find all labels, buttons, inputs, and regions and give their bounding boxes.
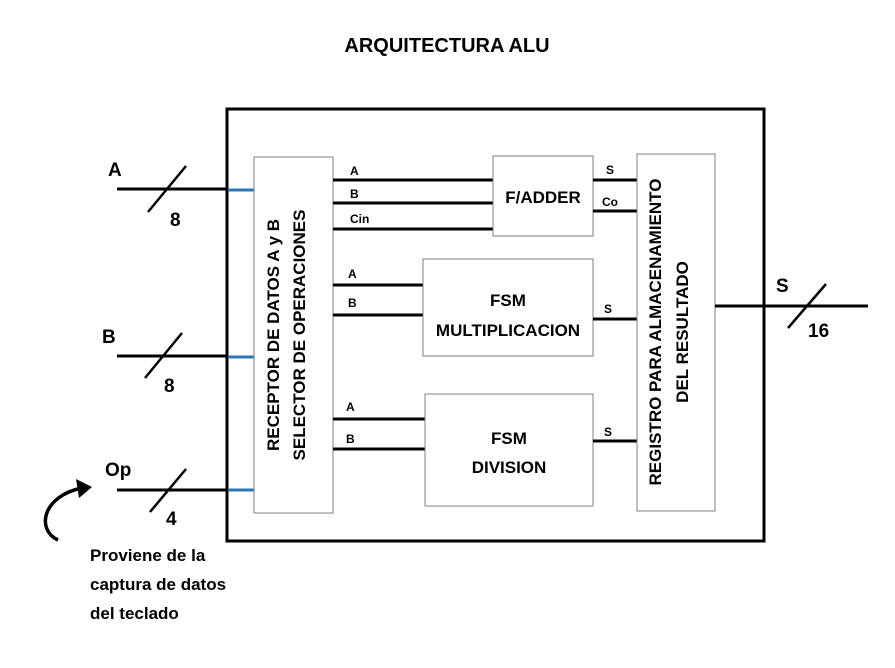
- input-op-bus-slash: [149, 468, 187, 513]
- registro-label-line-1: REGISTRO PARA ALMACENAMIENTO: [646, 179, 665, 486]
- mult-output-label: S: [604, 302, 612, 316]
- adder-input-a-label: A: [350, 164, 359, 178]
- receptor-label-line-1: RECEPTOR DE DATOS A y B: [264, 219, 283, 451]
- diagram-title: ARQUITECTURA ALU: [344, 35, 549, 57]
- div-label-line-2: DIVISION: [472, 458, 547, 477]
- mult-label-line-1: FSM: [490, 291, 526, 310]
- div-input-b-label: B: [346, 432, 355, 446]
- mult-label-line-2: MULTIPLICACION: [436, 321, 580, 340]
- note-line-1: Proviene de la: [90, 546, 206, 565]
- keyboard-source-arrow: [43, 479, 92, 542]
- adder-input-b-label: B: [350, 187, 359, 201]
- alu-boundary: [225, 107, 766, 543]
- mult-input-a-label: A: [348, 267, 357, 281]
- input-b: B 8: [102, 327, 256, 397]
- adder-input-cin-label: Cin: [350, 212, 369, 226]
- output-s-bus-slash: [787, 283, 827, 329]
- input-b-label: B: [102, 327, 116, 348]
- div-output-label: S: [604, 425, 612, 439]
- adder-output-co-label: Co: [602, 195, 618, 209]
- div-block: FSM DIVISION: [424, 393, 594, 507]
- input-a-width: 8: [170, 210, 181, 231]
- input-op: Op 4: [105, 460, 256, 530]
- input-op-width: 4: [166, 509, 177, 530]
- adder-label: F/ADDER: [505, 188, 581, 207]
- note-line-3: del teclado: [90, 604, 179, 623]
- receptor-label-line-2: SELECTOR DE OPERACIONES: [290, 210, 309, 461]
- mult-input-b-label: B: [348, 296, 357, 310]
- input-a-bus-slash: [147, 165, 187, 213]
- input-a: A 8: [108, 160, 256, 231]
- input-a-label: A: [108, 160, 122, 181]
- output-s: S 16: [715, 276, 868, 342]
- input-b-bus-slash: [144, 332, 183, 379]
- adder-output-s-label: S: [606, 163, 614, 177]
- receptor-block: RECEPTOR DE DATOS A y B SELECTOR DE OPER…: [253, 156, 334, 514]
- registro-label-line-2: DEL RESULTADO: [673, 261, 692, 403]
- output-s-width: 16: [808, 321, 829, 342]
- registro-block: REGISTRO PARA ALMACENAMIENTO DEL RESULTA…: [636, 153, 716, 512]
- input-b-width: 8: [164, 376, 175, 397]
- div-input-a-label: A: [346, 400, 355, 414]
- note-line-2: captura de datos: [90, 575, 226, 594]
- input-op-label: Op: [105, 460, 131, 481]
- mult-block: FSM MULTIPLICACION: [422, 258, 594, 357]
- adder-block: F/ADDER: [492, 155, 594, 237]
- div-label-line-1: FSM: [491, 429, 527, 448]
- output-s-label: S: [776, 276, 789, 297]
